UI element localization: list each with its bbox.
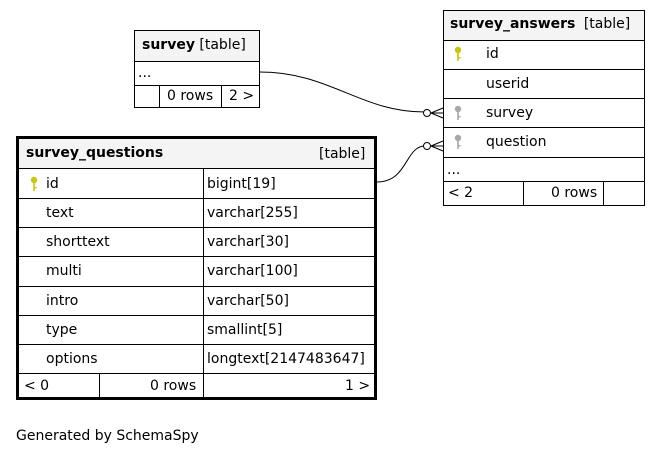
parents-link[interactable]: < 2 (448, 185, 474, 201)
table-header-title: survey_answers [table] (450, 17, 630, 31)
column-name: multi (46, 263, 82, 279)
table-ellipsis: ... (447, 162, 461, 178)
primary-key-icon (454, 46, 462, 61)
table-survey[interactable]: survey [table] ... 0 rows 2 > (134, 30, 260, 108)
table-name: survey_questions (26, 145, 164, 161)
primary-key-icon (30, 176, 38, 191)
column-name: intro (46, 293, 79, 309)
crowfoot-circle (423, 142, 431, 150)
table-survey-answers[interactable]: survey_answers [table] id userid survey … (443, 10, 645, 206)
column-type: varchar[50] (207, 293, 289, 309)
column-name: id (486, 46, 499, 62)
row-count: 0 rows (150, 378, 197, 394)
column-name: shorttext (46, 234, 110, 250)
column-name: id (46, 176, 59, 192)
table-name: survey_answers (450, 16, 576, 32)
column-name: text (46, 205, 74, 221)
table-type: [table] (319, 146, 366, 162)
relationship-questions-to-answers (376, 145, 426, 183)
column-name: userid (486, 76, 530, 92)
column-name: type (46, 322, 78, 338)
foreign-key-icon (454, 105, 462, 120)
crowfoot-circle (423, 109, 431, 117)
column-type: varchar[30] (207, 234, 289, 250)
table-type: [table] (583, 16, 631, 32)
generated-by-footer: Generated by SchemaSpy (16, 428, 199, 444)
children-link[interactable]: 2 > (229, 88, 255, 104)
table-name: survey (142, 37, 195, 53)
table-header-title: survey [table] (142, 38, 246, 52)
relationship-survey-to-answers (259, 71, 426, 113)
column-name: survey (486, 105, 534, 121)
table-type: [table] (199, 37, 246, 53)
column-type: bigint[19] (207, 176, 276, 192)
row-count: 0 rows (551, 185, 598, 201)
crowfoot-many (430, 107, 444, 119)
row-count: 0 rows (167, 88, 214, 104)
column-type: varchar[100] (207, 263, 298, 279)
table-header (444, 11, 644, 40)
table-survey-questions[interactable]: survey_questions [table] id bigint[19] t… (16, 136, 377, 400)
foreign-key-icon (454, 134, 462, 149)
table-ellipsis: ... (138, 65, 152, 81)
column-type: varchar[255] (207, 205, 298, 221)
column-type: longtext[2147483647] (207, 351, 365, 367)
table-header (135, 31, 259, 61)
children-link[interactable]: 1 > (345, 378, 371, 394)
table-header (19, 139, 374, 168)
column-name: question (486, 134, 547, 150)
parents-link[interactable]: < 0 (24, 378, 50, 394)
column-type: smallint[5] (207, 322, 283, 338)
crowfoot-many (430, 140, 444, 152)
column-name: options (46, 351, 98, 367)
